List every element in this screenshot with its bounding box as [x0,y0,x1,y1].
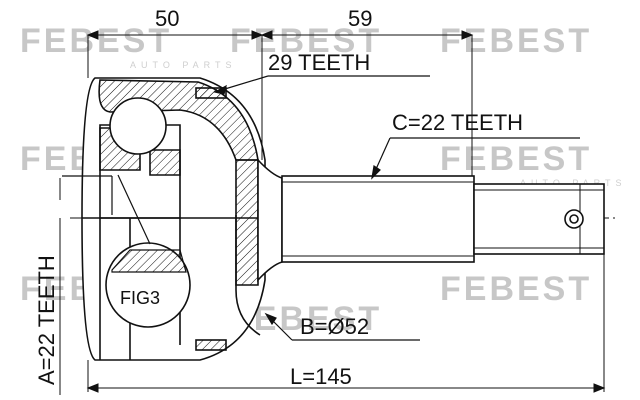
watermark-brand-9: FEBEST [440,270,592,308]
watermark-sub-3: AUTO PARTS [520,178,627,188]
callout-seal-diameter: B=Ø52 [300,314,369,339]
dim-outer-length: 50 [155,6,179,31]
watermark-brand-1: FEBEST [20,22,172,60]
dimension-lines [59,30,606,395]
watermark-brand-2: FEBEST [230,22,382,60]
watermark-brand-6: FEBEST [440,140,592,178]
watermark-sub-1: AUTO PARTS [130,60,237,70]
stem-neck [257,157,283,283]
callout-outer-teeth: 29 TEETH [268,50,370,75]
watermark-brand-3: FEBEST [440,22,592,60]
leader-lines [62,75,580,341]
cv-ball [109,97,167,155]
fig3-detail: FIG3 [105,174,191,328]
dim-total-length: L=145 [290,364,352,389]
callout-inner-teeth: A=22 TEETH [34,255,59,385]
shaft [281,175,605,263]
fig3-label: FIG3 [120,288,160,308]
dim-shaft-length: 59 [348,6,372,31]
callout-shaft-teeth: C=22 TEETH [392,110,523,135]
